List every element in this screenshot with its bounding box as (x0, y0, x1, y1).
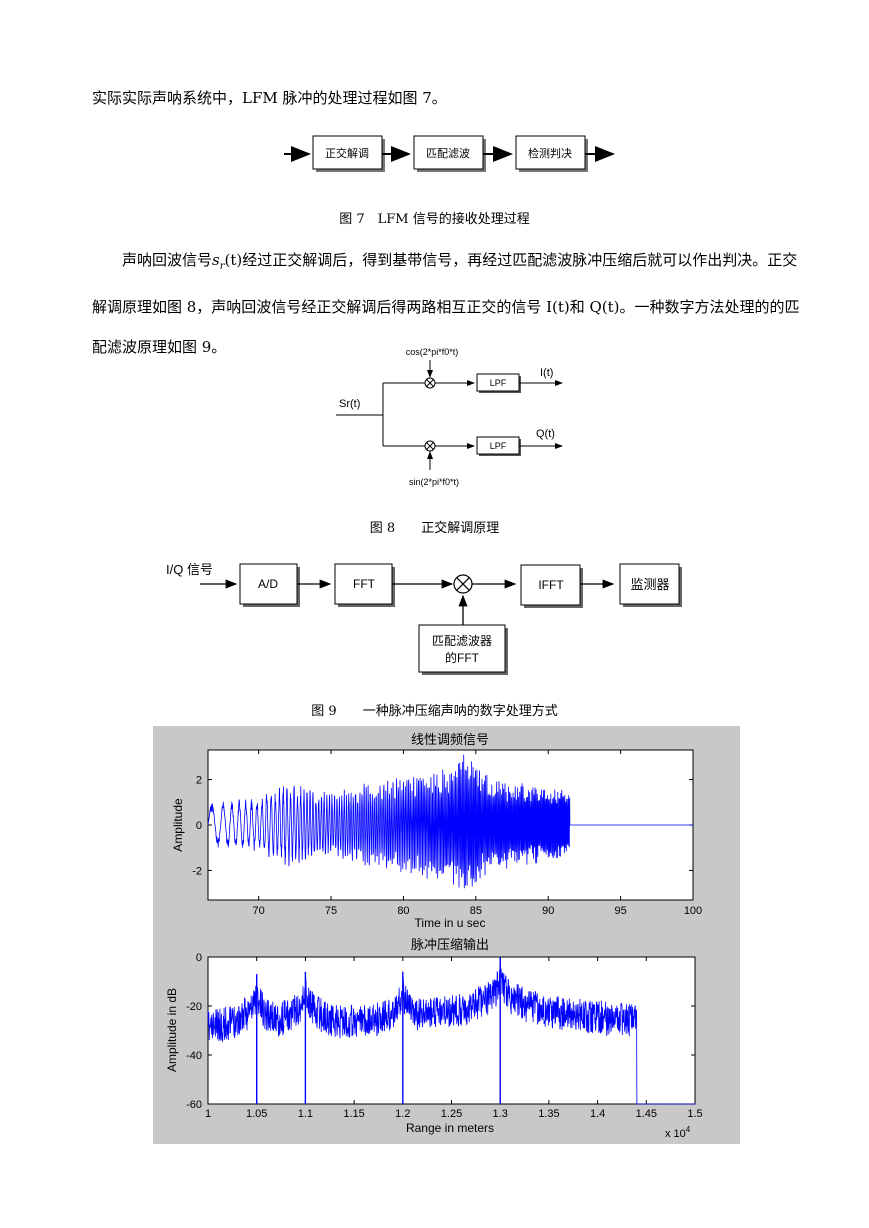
chart2-axes-bg (207, 956, 696, 1105)
body-paragraph: 声呐回波信号sr(t)经过正交解调后，得到基带信号，再经过匹配滤波脉冲压缩后就可… (92, 240, 802, 367)
fig8-caption: 图 8 正交解调原理 (369, 521, 500, 536)
chart2-xtick-label: 1.35 (538, 1108, 559, 1120)
fig8-diagram: Sr(t) cos(2*pi*f0*t) LPF I(t) sin(2*pi*f… (336, 347, 563, 487)
block-ifft (520, 564, 581, 606)
para2-part1: 声呐回波信号 (122, 251, 213, 269)
block-detect-label: 检测判决 (528, 146, 572, 160)
chart2-xtick-label: 1.1 (298, 1108, 313, 1120)
symbol-s: s (212, 251, 220, 269)
chart2-ytick-label: -40 (186, 1050, 202, 1062)
chart1-ylabel: Amplitude (171, 798, 185, 852)
chart2-xtick-label: 1.5 (687, 1108, 702, 1120)
block-mf-fft-line1: 匹配滤波器 (432, 634, 492, 648)
chart2-xtick-label: 1.15 (343, 1108, 364, 1120)
lpf-q-label: LPF (490, 441, 507, 451)
chart1-ytick-label: 2 (196, 775, 202, 787)
chart2-output-line (207, 964, 695, 1105)
lpf-i-label: LPF (490, 378, 507, 388)
chart2-ytick-label: -60 (186, 1099, 202, 1111)
block-monitor-label: 监测器 (630, 577, 669, 592)
chart2-xlabel: Range in meters (406, 1121, 494, 1135)
block-mf-fft-line2: 的FFT (445, 650, 480, 665)
chart1-title: 线性调频信号 (411, 732, 489, 747)
fig9-input-label: I/Q 信号 (166, 562, 213, 577)
block-fft (334, 563, 393, 605)
fig7-diagram: 正交解调 匹配滤波 检测判决 (284, 135, 615, 172)
block-ad (239, 563, 298, 605)
chart2-xtick-label: 1.4 (590, 1108, 605, 1120)
block-demod (312, 135, 383, 170)
chart2-ytick-label: -20 (186, 1001, 202, 1013)
intro-paragraph: 实际实际声呐系统中，LFM 脉冲的处理过程如图 7。 (92, 89, 447, 107)
block-mf-fft (418, 624, 506, 673)
block-matched-filter (413, 135, 484, 170)
chart2-xtick-label: 1.3 (493, 1108, 508, 1120)
chart2-ytick-label: 0 (196, 952, 202, 964)
chart1-signal-line (207, 754, 693, 889)
chart1-xtick-label: 95 (614, 905, 626, 917)
chart2-x-multiplier: x 104 (665, 1125, 691, 1140)
chart1-xlabel: Time in u sec (415, 916, 486, 930)
chart1-ytick-label: -2 (192, 865, 202, 877)
fig9-diagram: I/Q 信号 A/D FFT IFFT 监测器 匹配滤波器 的FFT (166, 562, 682, 675)
chart1-xtick-label: 90 (542, 905, 554, 917)
block-fft-label: FFT (353, 577, 376, 591)
symbol-sub: r (219, 261, 225, 272)
chart1-xtick-label: 70 (253, 905, 265, 917)
chart1-ytick-label: 0 (196, 820, 202, 832)
chart2-xtick-label: 1.45 (636, 1108, 657, 1120)
chart2-ylabel: Amplitude in dB (165, 988, 179, 1072)
fig8-input-label: Sr(t) (339, 398, 360, 410)
fig7-caption: 图 7 LFM 信号的接收处理过程 (339, 212, 530, 227)
chart1-xtick-label: 85 (470, 905, 482, 917)
block-demod-label: 正交解调 (325, 146, 369, 160)
chart2-xtick-label: 1.05 (246, 1108, 267, 1120)
block-detect (515, 135, 586, 170)
chart1-xtick-label: 100 (684, 905, 702, 917)
chart2-xtick-label: 1.2 (395, 1108, 410, 1120)
block-ad-label: A/D (258, 577, 278, 591)
chart2-xtick-label: 1 (205, 1108, 211, 1120)
block-monitor (619, 563, 680, 605)
chart2-xtick-label: 1.25 (441, 1108, 462, 1120)
chart2: 脉冲压缩输出 Range in meters Amplitude in dB x… (165, 937, 703, 1140)
block-ifft-label: IFFT (538, 578, 564, 592)
symbol-arg: (t) (224, 251, 243, 269)
para2-part2: 经过正交解调后，得到基带信号，再经过匹配滤波脉冲压缩后就可以作出判决。正交解调原… (92, 251, 800, 356)
chart1: 线性调频信号 Time in u sec Amplitude 70 75 80 85 9… (171, 732, 702, 930)
block-matched-filter-label: 匹配滤波 (426, 147, 470, 160)
fig8-cos-label: cos(2*pi*f0*t) (406, 347, 459, 357)
fig8-sin-label: sin(2*pi*f0*t) (409, 477, 459, 487)
chart1-xtick-label: 80 (397, 905, 409, 917)
fig9-caption: 图 9 一种脉冲压缩声呐的数字处理方式 (311, 704, 558, 719)
chart1-xtick-label: 75 (325, 905, 337, 917)
fig8-i-output: I(t) (540, 367, 553, 379)
chart2-title: 脉冲压缩输出 (411, 937, 489, 952)
fig8-q-output: Q(t) (536, 428, 555, 440)
